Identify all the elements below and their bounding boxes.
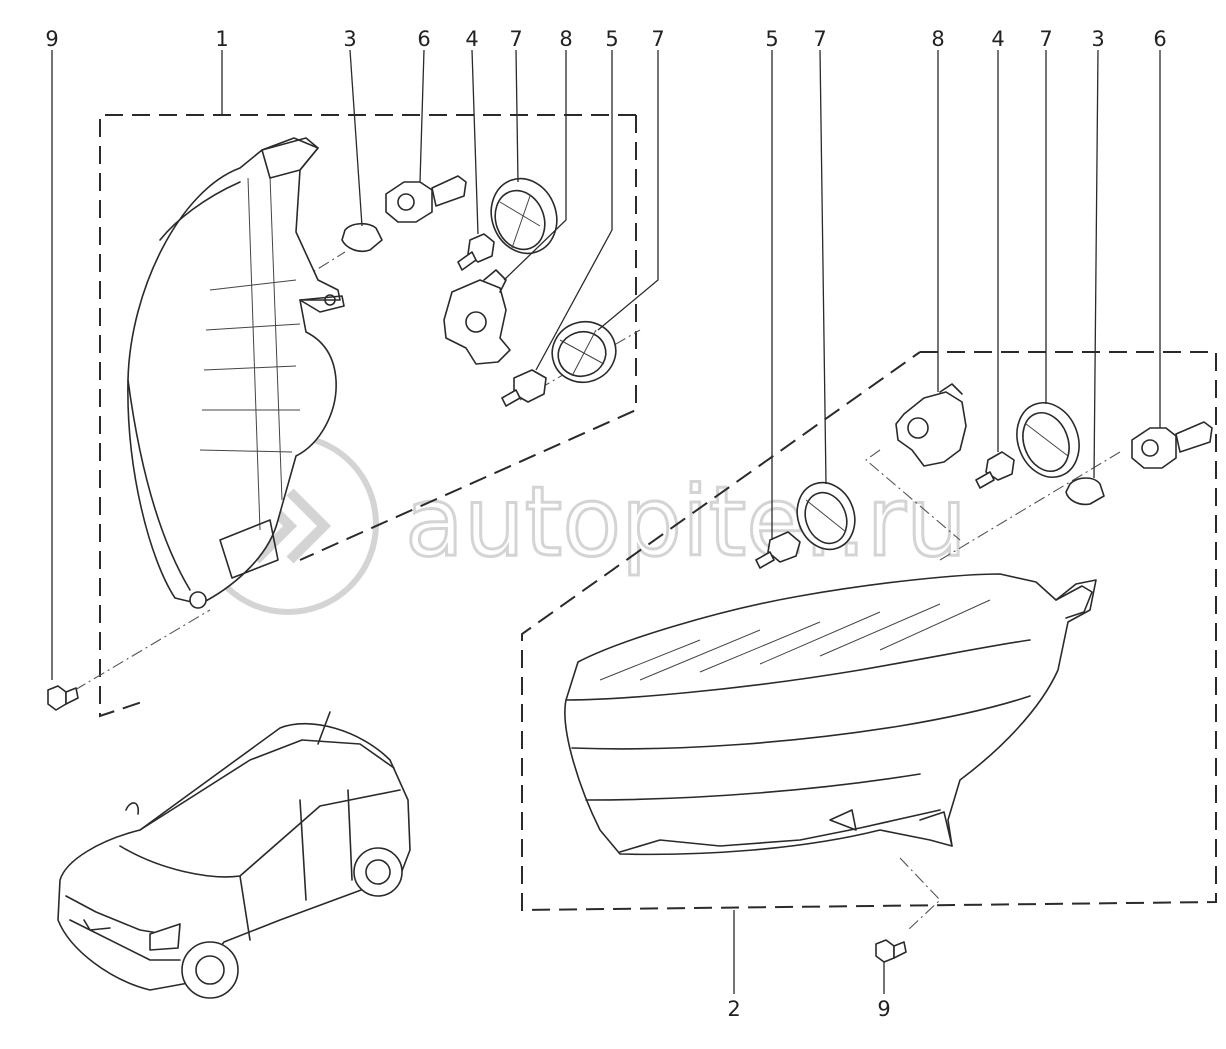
right-leveling-motor xyxy=(895,383,967,467)
left-dust-cover-top xyxy=(490,177,558,255)
right-leader-7a xyxy=(819,49,827,485)
callout-left-9: 9 xyxy=(45,27,58,51)
left-headlamp-group xyxy=(47,49,659,718)
callout-left-5: 5 xyxy=(605,27,618,51)
left-low-beam-bulb xyxy=(457,233,495,271)
callout-left-7a: 7 xyxy=(509,27,522,51)
left-leader-6 xyxy=(419,49,425,183)
right-mounting-screw xyxy=(875,939,907,963)
right-headlamp-body xyxy=(564,573,1097,856)
left-leader-3 xyxy=(349,49,363,227)
right-bulb-axis xyxy=(939,451,1121,561)
right-low-beam-bulb xyxy=(975,451,1015,489)
callout-left-4: 4 xyxy=(465,27,478,51)
left-leader-4 xyxy=(471,49,479,235)
left-mount-axis xyxy=(74,609,211,691)
right-headlamp-group xyxy=(521,49,1217,994)
vehicle-location-thumbnail xyxy=(57,711,411,999)
callout-left-1: 1 xyxy=(215,27,228,51)
right-dust-cover-top xyxy=(1016,402,1080,478)
callout-right-7a: 7 xyxy=(813,27,826,51)
left-position-bulb xyxy=(501,369,547,407)
callout-left-7b: 7 xyxy=(651,27,664,51)
callout-right-4: 4 xyxy=(991,27,1004,51)
callout-labels: 9 1 3 6 4 7 8 5 7 5 7 8 4 7 3 6 2 9 xyxy=(45,27,1166,1021)
watermark-text: autopiter.ru xyxy=(405,466,967,578)
callout-right-6: 6 xyxy=(1153,27,1166,51)
watermark: autopiter.ru xyxy=(197,433,968,615)
right-assembly-boundary xyxy=(521,351,1217,912)
left-leader-7a xyxy=(515,49,519,183)
left-mounting-screw xyxy=(47,685,79,711)
left-leveling-motor xyxy=(443,269,511,365)
callout-right-9: 9 xyxy=(877,997,890,1021)
left-leader-7b xyxy=(597,50,659,331)
callout-right-7b: 7 xyxy=(1039,27,1052,51)
right-dust-cover-bottom xyxy=(796,481,856,551)
right-bulb-socket xyxy=(1131,421,1213,469)
left-headlamp-body xyxy=(127,137,345,609)
right-side-bulb xyxy=(1065,477,1105,506)
callout-left-8: 8 xyxy=(559,27,572,51)
right-leader-3 xyxy=(1093,49,1099,479)
callout-left-3: 3 xyxy=(343,27,356,51)
left-leader-5 xyxy=(535,50,613,371)
callout-right-2: 2 xyxy=(727,997,740,1021)
right-mount-axis xyxy=(899,857,941,931)
left-assembly-boundary xyxy=(99,114,637,718)
callout-left-6: 6 xyxy=(417,27,430,51)
callout-right-3: 3 xyxy=(1091,27,1104,51)
left-leader-8 xyxy=(503,50,567,281)
right-position-bulb xyxy=(755,531,801,569)
left-bulb-socket xyxy=(385,175,467,223)
left-dust-cover-bottom xyxy=(551,320,617,384)
callout-right-8: 8 xyxy=(931,27,944,51)
left-side-bulb xyxy=(341,222,383,253)
right-motor-axis xyxy=(865,449,961,541)
callout-right-5: 5 xyxy=(765,27,778,51)
